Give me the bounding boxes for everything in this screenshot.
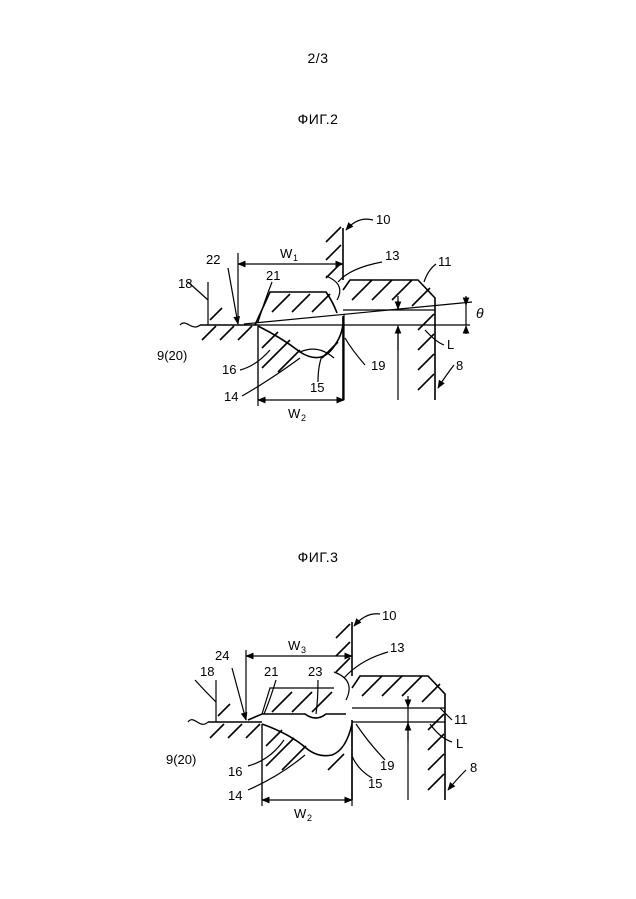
fig2-housing-11 (343, 280, 435, 400)
fig2-label-w1: W (280, 246, 293, 261)
fig3-label-15: 15 (368, 776, 382, 791)
fig2-label-10: 10 (376, 212, 390, 227)
fig2-label-21: 21 (266, 268, 280, 283)
fig2-label-18: 18 (178, 276, 192, 291)
fig3-label-24: 24 (215, 648, 229, 663)
fig3-label-14: 14 (228, 788, 242, 803)
fig2-label-w2: W (288, 406, 301, 421)
fig2-label-8: 8 (456, 358, 463, 373)
fig3-label-8: 8 (470, 760, 477, 775)
fig2-label-11: 11 (438, 254, 452, 269)
fig3-label-w3: W (288, 638, 301, 653)
fig3-label-23: 23 (308, 664, 322, 679)
fig3-label-w2-sub: 2 (307, 813, 312, 823)
fig2-label-16: 16 (222, 362, 236, 377)
fig2-label-14: 14 (224, 389, 238, 404)
fig3-left-part-18 (188, 680, 262, 738)
figure-2-drawing: 10 13 11 22 W 1 21 18 θ 9(20) L 16 19 8 … (157, 212, 484, 423)
fig2-wall-10 (326, 227, 343, 400)
fig2-block-21 (255, 276, 340, 325)
fig2-lower-part-14 (258, 318, 343, 400)
fig2-label-9-20: 9(20) (157, 348, 187, 363)
fig3-label-19: 19 (380, 758, 394, 773)
fig3-label-16: 16 (228, 764, 242, 779)
fig3-label-9-20: 9(20) (166, 752, 196, 767)
fig2-label-w2-sub: 2 (301, 413, 306, 423)
fig2-label-theta: θ (476, 305, 484, 321)
fig3-label-11: 11 (454, 712, 468, 727)
fig2-label-22: 22 (206, 252, 220, 267)
fig2-label-13: 13 (385, 248, 399, 263)
fig3-lower-part-14 (262, 724, 352, 800)
fig3-label-w2: W (294, 806, 307, 821)
fig3-label-w3-sub: 3 (301, 645, 306, 655)
fig3-block-21 (248, 672, 349, 720)
fig2-label-19: 19 (371, 358, 385, 373)
fig3-label-L: L (456, 736, 463, 751)
fig2-label-w1-sub: 1 (293, 253, 298, 263)
fig3-label-21: 21 (264, 664, 278, 679)
fig3-label-18: 18 (200, 664, 214, 679)
fig3-wall-10 (336, 622, 352, 800)
fig3-label-10: 10 (382, 608, 396, 623)
fig2-label-L: L (447, 337, 454, 352)
fig3-label-13: 13 (390, 640, 404, 655)
fig2-label-15: 15 (310, 380, 324, 395)
figure-3-drawing: 10 W 3 13 24 18 21 23 11 9(20) L 16 19 1… (166, 608, 477, 823)
